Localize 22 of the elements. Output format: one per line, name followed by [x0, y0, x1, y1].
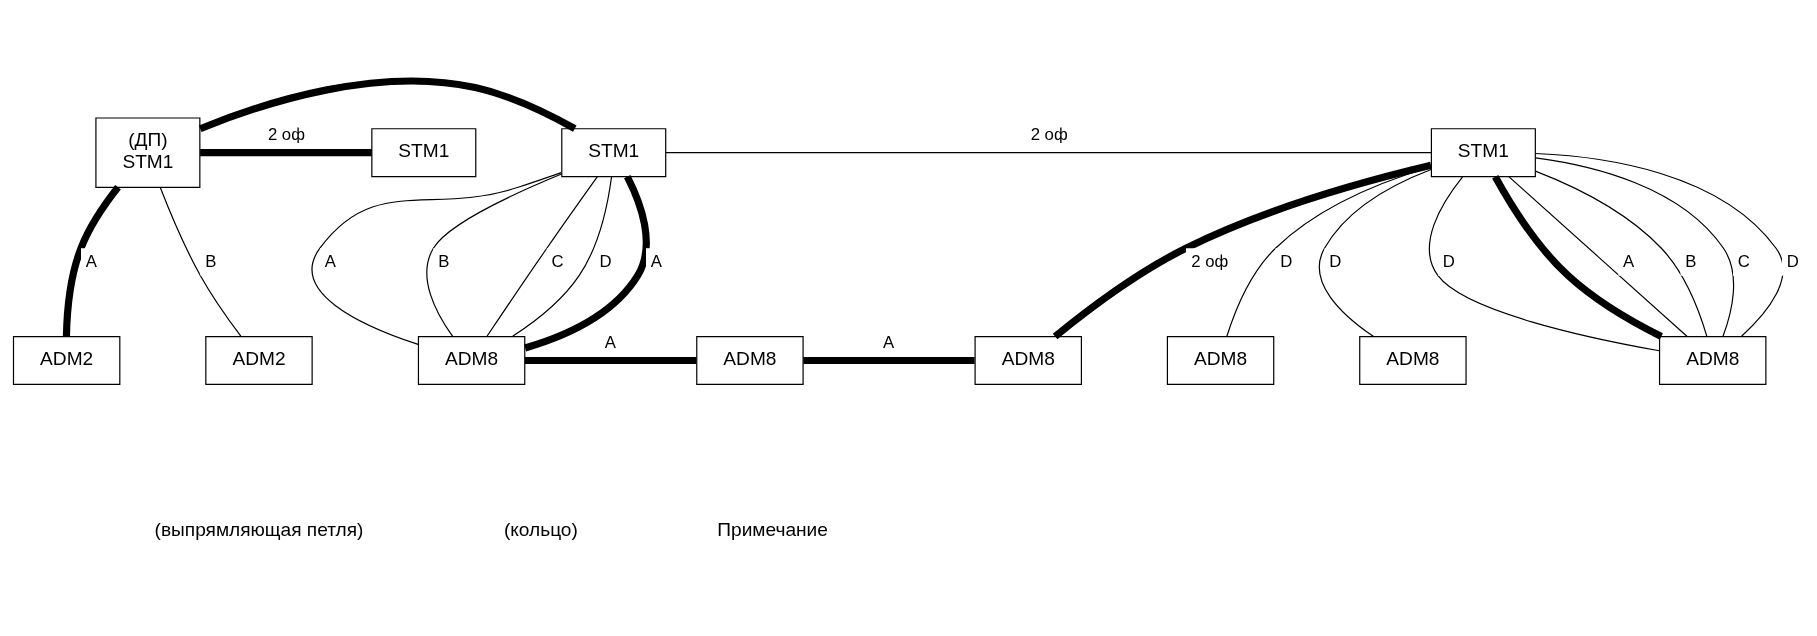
- edge-label: A: [604, 333, 616, 353]
- edge-label: A: [650, 251, 662, 271]
- edge-label: D: [1329, 251, 1342, 271]
- edge-label: B: [205, 251, 217, 271]
- label: Примечание: [717, 518, 828, 540]
- edge-label: A: [1623, 251, 1635, 271]
- edge-label: 2 оф: [1191, 251, 1229, 271]
- edge-label: D: [1786, 251, 1799, 271]
- edge-label: A: [883, 333, 895, 353]
- edge-label: 2 оф: [1030, 125, 1068, 145]
- edge-label: 2 оф: [267, 125, 305, 145]
- edge-label: C: [551, 251, 564, 271]
- label: (кольцо): [503, 518, 578, 540]
- edge-label: D: [1442, 251, 1455, 271]
- edge-label: C: [1737, 251, 1750, 271]
- edge-label: B: [1685, 251, 1697, 271]
- label: (выпрямляющая петля): [154, 518, 364, 540]
- edge-label: A: [85, 251, 97, 271]
- edge-label: A: [324, 251, 336, 271]
- edge-label: D: [1280, 251, 1293, 271]
- edge-label: D: [599, 251, 612, 271]
- edge-label: B: [438, 251, 450, 271]
